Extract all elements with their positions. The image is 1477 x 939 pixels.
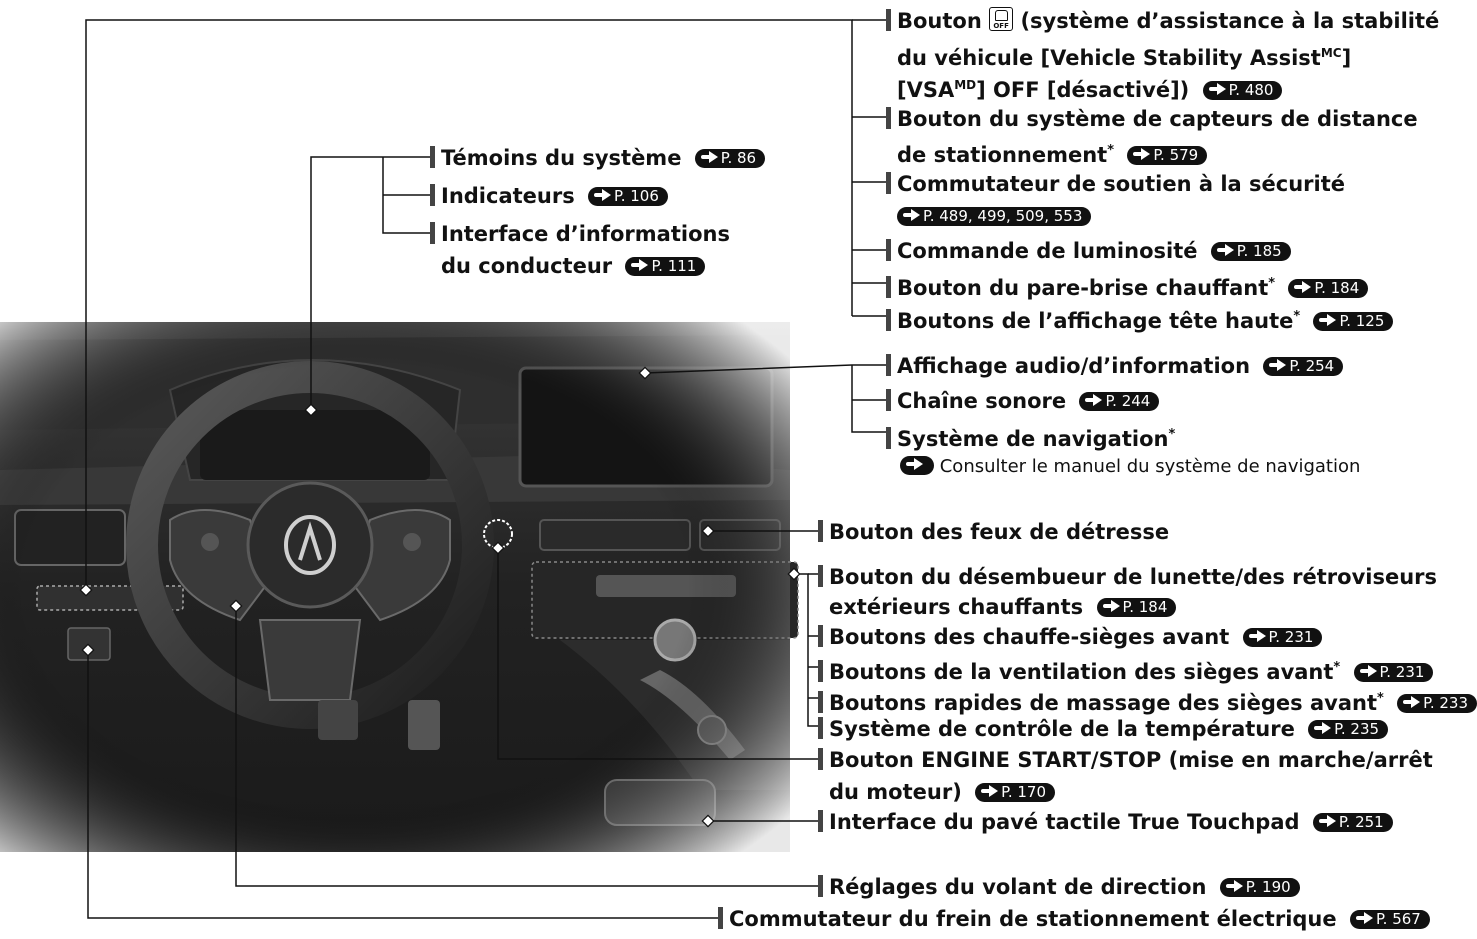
page-ref[interactable]: P. 111: [625, 257, 706, 276]
engine-start-callout-line2: du moteur) P. 170: [818, 777, 1055, 807]
defroster-callout: Bouton du désembueur de lunette/des rétr…: [818, 562, 1437, 592]
parking-brake-callout: Commutateur du frein de stationnement él…: [718, 904, 1430, 934]
hazard-callout: Bouton des feux de détresse: [818, 517, 1169, 547]
page-ref[interactable]: P. 251: [1312, 813, 1393, 832]
climate-callout: Système de contrôle de la température P.…: [818, 714, 1389, 744]
vsa-off-callout-line3: [VSAMD] OFF [désactivé]) P. 480: [886, 70, 1283, 105]
parking-sensor-callout-line2: de stationnement* P. 579: [886, 136, 1208, 170]
brightness-callout: Commande de luminosité P. 185: [886, 236, 1291, 266]
defroster-callout-line2: extérieurs chauffants P. 184: [818, 592, 1177, 622]
navigation-note: Consulter le manuel du système de naviga…: [900, 452, 1360, 482]
vsa-off-icon: OFF: [989, 7, 1014, 31]
safety-support-callout: Commutateur de soutien à la sécurité: [886, 169, 1345, 199]
page-ref[interactable]: P. 254: [1263, 357, 1344, 376]
page-ref[interactable]: P. 235: [1308, 720, 1389, 739]
audio-system-callout: Chaîne sonore P. 244: [886, 386, 1160, 416]
safety-support-callout-line2: P. 489, 499, 509, 553: [886, 201, 1092, 231]
page-ref[interactable]: P. 567: [1349, 910, 1430, 929]
driver-info-callout-line2: du conducteur P. 111: [430, 251, 706, 281]
page-ref[interactable]: P. 106: [588, 187, 668, 206]
dashboard-illustration: [0, 19, 886, 919]
page-ref[interactable]: P. 233: [1397, 694, 1477, 713]
warning-lights-callout: Témoins du système P. 86: [430, 143, 766, 173]
heated-windshield-callout: Bouton du pare-brise chauffant* P. 184: [886, 269, 1369, 303]
leader-lines: [85, 19, 886, 919]
page-ref[interactable]: P. 480: [1202, 81, 1283, 100]
audio-display-callout: Affichage audio/d’information P. 254: [886, 351, 1344, 381]
page-ref[interactable]: P. 231: [1242, 628, 1323, 647]
seat-ventilation-callout: Boutons de la ventilation des sièges ava…: [818, 653, 1434, 687]
page-ref[interactable]: P. 579: [1127, 146, 1208, 165]
vsa-off-callout: Bouton OFF (système d’assistance à la st…: [886, 6, 1439, 36]
hud-callout: Boutons de l’affichage tête haute* P. 12…: [886, 302, 1394, 336]
page-ref[interactable]: P. 184: [1288, 279, 1369, 298]
navigation-callout: Système de navigation*: [886, 420, 1175, 454]
seat-massage-callout: Boutons rapides de massage des sièges av…: [818, 684, 1477, 718]
driver-info-callout: Interface d’informations: [430, 219, 730, 249]
vsa-off-callout-line2: du véhicule [Vehicle Stability AssistMC]: [897, 46, 1352, 70]
engine-start-callout: Bouton ENGINE START/STOP (mise en marche…: [818, 745, 1433, 775]
page-ref[interactable]: P. 244: [1079, 392, 1160, 411]
parking-sensor-callout: Bouton du système de capteurs de distanc…: [886, 104, 1418, 134]
seat-heaters-callout: Boutons des chauffe-sièges avant P. 231: [818, 622, 1323, 652]
ref-arrow-icon: [900, 456, 934, 475]
dashboard-diagram: Bouton OFF (système d’assistance à la st…: [0, 6, 1477, 934]
page-ref[interactable]: P. 489, 499, 509, 553: [897, 207, 1092, 226]
indicators-callout: Indicateurs P. 106: [430, 181, 668, 211]
page-ref[interactable]: P. 86: [694, 149, 766, 168]
page-ref[interactable]: P. 170: [975, 783, 1055, 802]
steering-adjust-callout: Réglages du volant de direction P. 190: [818, 872, 1300, 902]
page-ref[interactable]: P. 190: [1219, 878, 1300, 897]
page-ref[interactable]: P. 185: [1210, 242, 1291, 261]
touchpad-callout: Interface du pavé tactile True Touchpad …: [818, 807, 1393, 837]
page-ref[interactable]: P. 184: [1096, 598, 1177, 617]
callout-points: [79, 366, 801, 828]
page-ref[interactable]: P. 125: [1313, 312, 1394, 331]
page-ref[interactable]: P. 231: [1353, 663, 1434, 682]
